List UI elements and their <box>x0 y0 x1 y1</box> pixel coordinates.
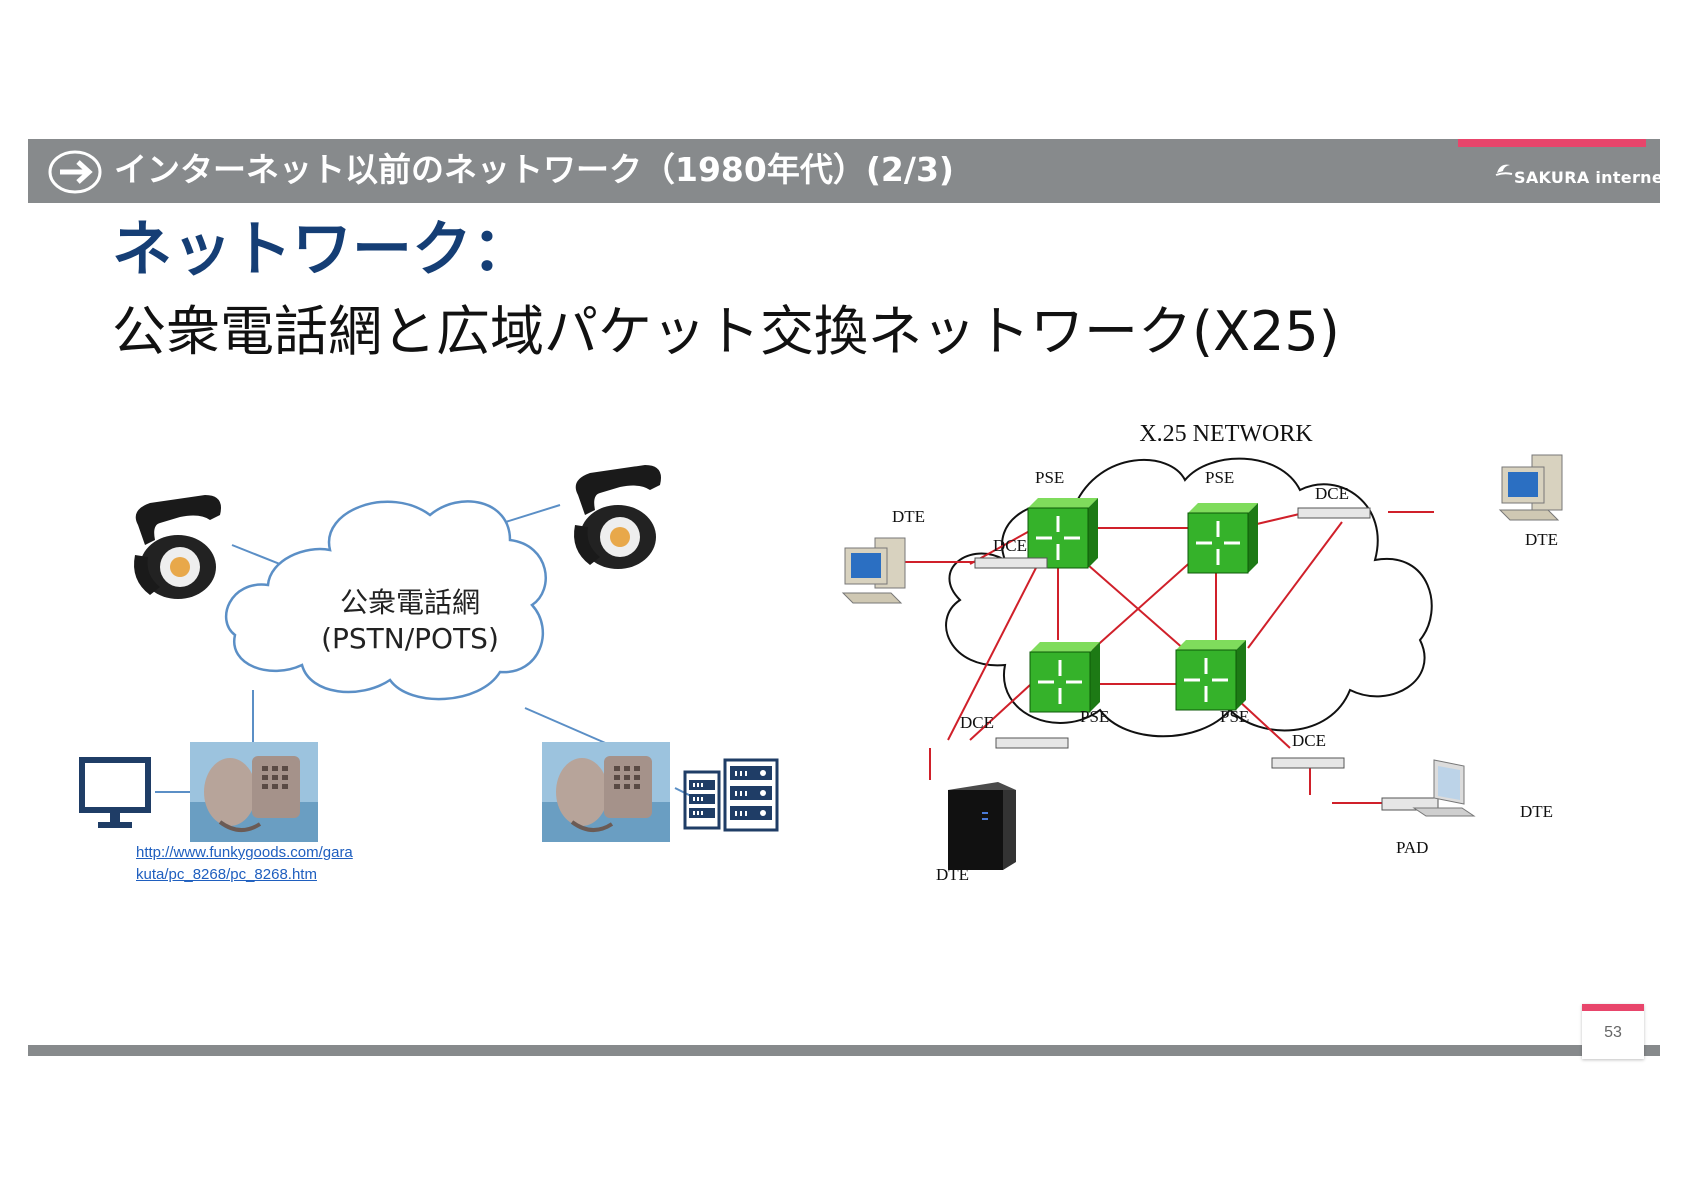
cloud-label-pstn-jp: 公衆電話網 <box>340 586 480 619</box>
cloud-label-pstn-en: (PSTN/POTS) <box>321 622 499 655</box>
label-pse: PSE <box>1205 468 1234 487</box>
label-dce: DCE <box>960 713 994 732</box>
pstn-cloud <box>224 500 547 701</box>
label-dte: DTE <box>1525 530 1558 549</box>
dce-devices <box>974 507 1439 811</box>
header-title: インターネット以前のネットワーク（1980年代）(2/3) <box>114 150 954 189</box>
slide-subheading: 公衆電話網と広域パケット交換ネットワーク(X25) <box>112 300 1340 363</box>
pse-switch-icon <box>1187 503 1258 574</box>
slide-heading: ネットワーク： <box>112 215 532 285</box>
server-tower-icon <box>948 782 1016 870</box>
label-pad: PAD <box>1396 838 1428 857</box>
monitor-icon <box>79 757 151 828</box>
rotary-phone-icon <box>574 465 661 569</box>
header-bar: インターネット以前のネットワーク（1980年代）(2/3) SAKURA int… <box>28 139 1671 203</box>
pse-switch-icon <box>1029 642 1100 713</box>
footer-bar <box>28 1045 1660 1056</box>
arrow-right-icon <box>48 150 102 194</box>
source-link[interactable]: http://www.funkygoods.com/gara kuta/pc_8… <box>136 842 396 886</box>
label-dce: DCE <box>1292 731 1326 750</box>
desktop-computer-icon <box>1498 454 1563 521</box>
pad-device-icon <box>1381 797 1439 811</box>
label-pse: PSE <box>1035 468 1064 487</box>
label-dte: DTE <box>892 507 925 526</box>
source-link-line1[interactable]: http://www.funkygoods.com/gara <box>136 844 353 861</box>
sakura-logo-icon <box>1495 164 1513 176</box>
label-dce: DCE <box>993 536 1027 555</box>
x25-diagram: X.25 NETWORK <box>841 421 1563 884</box>
pse-switch-icon <box>1175 640 1246 711</box>
laptop-icon <box>1412 759 1476 817</box>
desktop-computer-icon <box>841 537 906 604</box>
dce-device-icon <box>1271 757 1345 769</box>
x25-title: X.25 NETWORK <box>1139 421 1313 447</box>
label-dte: DTE <box>1520 802 1553 821</box>
modem-phone-photo <box>190 742 318 842</box>
dce-device-icon <box>995 737 1069 749</box>
server-icon <box>683 758 779 832</box>
sakura-logo: SAKURA internet <box>1494 159 1671 193</box>
dce-device-icon <box>974 557 1048 569</box>
logo-text: SAKURA internet <box>1514 168 1671 187</box>
source-link-line2[interactable]: kuta/pc_8268/pc_8268.htm <box>136 866 317 883</box>
page-number: 53 <box>1582 1004 1644 1059</box>
header-accent <box>1458 139 1646 147</box>
label-pse: PSE <box>1080 707 1109 726</box>
label-pse: PSE <box>1220 707 1249 726</box>
modem-phone-photo <box>542 742 670 842</box>
label-dce: DCE <box>1315 484 1349 503</box>
dce-device-icon <box>1297 507 1371 519</box>
rotary-phone-icon <box>134 495 221 599</box>
pstn-diagram: 公衆電話網 (PSTN/POTS) <box>79 465 779 842</box>
